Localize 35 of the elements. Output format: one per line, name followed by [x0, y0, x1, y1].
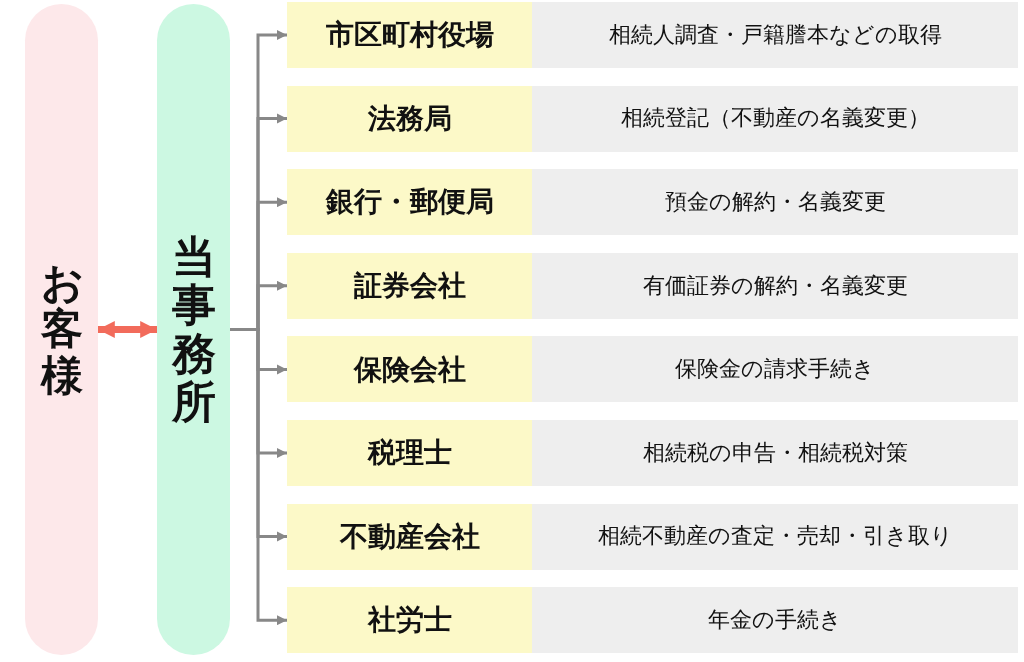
organization-box	[287, 169, 532, 236]
node-label: 社労士	[367, 603, 452, 637]
double-arrow	[98, 321, 157, 338]
organization-box	[287, 85, 532, 152]
node-label: 保険会社	[353, 352, 466, 387]
organization-box	[287, 420, 532, 486]
node-label: 預金の解約・名義変更	[664, 189, 886, 216]
task-box	[532, 587, 1018, 654]
organization-box	[287, 587, 532, 654]
node-label: 銀行・郵便局	[325, 185, 494, 219]
task-box	[532, 336, 1018, 403]
node-label: 税理士	[367, 436, 452, 470]
node-label: 市区町村役場	[325, 18, 494, 52]
node-label: 年金の手続き	[708, 607, 842, 634]
organization-box	[287, 503, 532, 570]
organization-box	[287, 252, 532, 319]
node-label: 当事務所	[171, 232, 216, 427]
task-box	[532, 169, 1018, 236]
node-label: 証券会社	[353, 269, 466, 303]
node-label: 相続登記（不動産の名義変更）	[620, 105, 930, 132]
task-box	[532, 252, 1018, 319]
node-label: 相続人調査・戸籍謄本などの取得	[608, 21, 942, 49]
node-label: 相続不動産の査定・売却・引き取り	[597, 523, 953, 550]
node-label: お客様	[40, 260, 83, 399]
task-box	[532, 2, 1018, 68]
node-label: 不動産会社	[339, 519, 480, 554]
task-box	[532, 85, 1018, 152]
node-label: 法務局	[367, 101, 452, 136]
organization-box	[287, 336, 532, 403]
organization-box	[287, 2, 532, 68]
node-label: 相続税の申告・相続税対策	[642, 439, 908, 467]
task-box	[532, 503, 1018, 570]
node-label: 保険金の請求手続き	[675, 356, 875, 383]
task-box	[532, 420, 1018, 486]
node-label: 有価証券の解約・名義変更	[642, 272, 908, 299]
